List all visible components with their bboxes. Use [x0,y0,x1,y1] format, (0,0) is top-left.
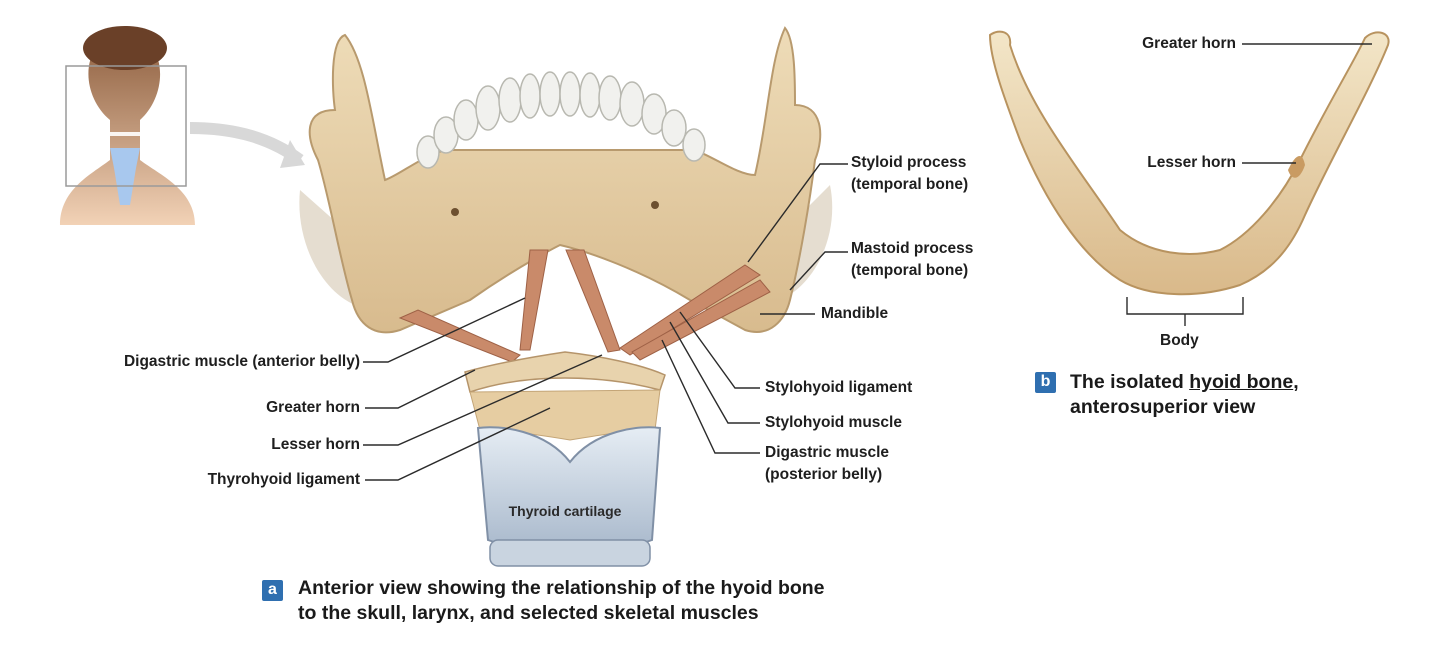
label-styloid-line1: Styloid process [851,154,967,171]
label-digastric-post-line2: (posterior belly) [765,466,883,483]
label-digastric-post-line1: Digastric muscle [765,444,890,461]
badge-b: b [1035,372,1056,393]
leader-lines [363,43,1372,481]
caption-b-line1: The isolated hyoid bone, [1070,370,1299,395]
caption-b-post: , [1293,371,1299,393]
label-lesser-horn-b: Lesser horn [1147,154,1236,171]
label-styloid-process: Styloid process (temporal bone) [851,152,968,196]
label-stylohyoid-ligament: Stylohyoid ligament [765,379,913,396]
label-lesser-horn-a: Lesser horn [271,436,360,453]
left-mastoid-tissue [299,190,355,305]
hyoid-isolated [988,30,1390,296]
caption-b-line2: anterosuperior view [1070,396,1256,418]
label-digastric-anterior: Digastric muscle (anterior belly) [123,353,360,370]
cricoid-ring [489,539,651,567]
label-greater-horn-a: Greater horn [266,399,360,416]
label-mastoid-process: Mastoid process (temporal bone) [851,238,973,282]
label-stylohyoid-muscle: Stylohyoid muscle [765,414,902,431]
head-thumbnail [60,26,305,225]
lesser-horn-bump [1288,155,1305,178]
label-thyrohyoid-ligament: Thyrohyoid ligament [207,471,360,488]
lower-teeth [416,71,706,169]
label-mastoid-line1: Mastoid process [851,240,974,257]
caption-a-line1: Anterior view showing the relationship o… [298,577,825,599]
label-mastoid-line2: (temporal bone) [851,262,969,279]
label-body: Body [1160,332,1199,349]
hyoid-bone-link[interactable]: hyoid bone [1189,371,1294,393]
thyroid-cartilage [476,426,662,550]
label-digastric-posterior: Digastric muscle (posterior belly) [765,442,889,486]
caption-b-pre: The isolated [1070,371,1190,393]
mandible [308,26,822,334]
label-greater-horn-b: Greater horn [1142,35,1236,52]
caption-a: Anterior view showing the relationship o… [298,576,825,626]
label-thyroid-cartilage: Thyroid cartilage [508,503,622,519]
muscles [398,249,771,363]
caption-b: The isolated hyoid bone, anterosuperior … [1070,370,1299,420]
label-styloid-line2: (temporal bone) [851,176,969,193]
label-mandible: Mandible [821,305,889,322]
caption-a-line2: to the skull, larynx, and selected skele… [298,602,759,624]
badge-a: a [262,580,283,601]
